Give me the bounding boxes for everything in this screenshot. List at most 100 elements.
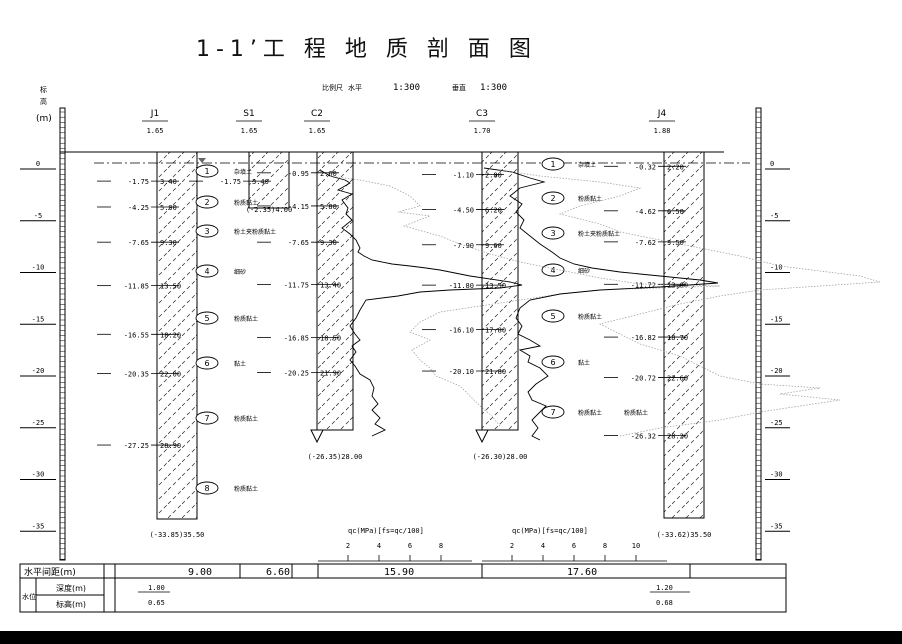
borehole-c2 [310, 151, 354, 444]
screen-bottom-bar [0, 631, 902, 644]
depth-value: 2.60 [320, 170, 337, 178]
scale-v-label: 垂直 [452, 83, 466, 92]
depth-elevation: -11.75 [284, 282, 309, 290]
layer-number: 4 [204, 267, 209, 276]
depth-elevation: -20.35 [124, 371, 149, 379]
borehole-elevation: 1.65 [147, 127, 164, 135]
cpt-scale-tick-label: 4 [377, 542, 381, 550]
cpt-scale-tick-label: 4 [541, 542, 545, 550]
depth-elevation: -1.75 [220, 178, 241, 186]
layer-name: 粉质黏土 [624, 409, 648, 417]
borehole-id: C3 [476, 109, 488, 119]
layer-number: 7 [204, 414, 209, 423]
layer-number-badge [195, 264, 219, 278]
water-depth-left: 1.00 [148, 584, 165, 592]
depth-value: 2.80 [485, 171, 502, 179]
elev-label: 标高(m) [56, 599, 86, 609]
distance-cell: 6.60 [266, 567, 290, 578]
layer-name: 粉质黏土 [234, 415, 258, 423]
distance-cell: 9.00 [188, 567, 212, 578]
layer-number-badge [195, 195, 219, 209]
water-level-icon [198, 158, 206, 163]
borehole-j1 [156, 151, 198, 520]
layer-name: 黏土 [234, 360, 246, 368]
depth-elevation: -11.85 [124, 283, 149, 291]
depth-value: 9.30 [160, 239, 177, 247]
depth-elevation: -20.10 [449, 368, 474, 376]
axis-tick-label: -35 [32, 522, 45, 530]
layer-number-badge [195, 224, 219, 238]
depth-elevation: -7.65 [128, 239, 149, 247]
borehole-id: S1 [243, 109, 254, 119]
depth-elevation: -16.85 [284, 334, 309, 342]
cpt-scale-label: qc(MPa)[fs=qc/100] [512, 527, 588, 535]
layer-number: 1 [204, 167, 209, 176]
axis-label-3: (m) [36, 114, 52, 124]
layer-name: 黏土 [578, 359, 590, 367]
layer-number-badge [541, 405, 565, 419]
depth-value: 13.50 [485, 282, 506, 290]
depth-value: 3.40 [160, 178, 177, 186]
borehole-bottom: (-33.85)35.50 [150, 531, 205, 539]
borehole-id: J1 [150, 109, 159, 119]
layer-name: 粉土夹粉质黏土 [234, 228, 276, 236]
depth-elevation: -0.32 [635, 163, 656, 171]
axis-tick-label: -30 [32, 471, 45, 479]
layer-number: 7 [550, 408, 555, 417]
borehole-c3 [475, 151, 519, 444]
depth-value: 2.20 [667, 163, 684, 171]
layer-number: 3 [204, 227, 209, 236]
depth-value: 13.40 [320, 282, 341, 290]
depth-elevation: -1.75 [128, 178, 149, 186]
depth-value: 21.80 [485, 368, 506, 376]
distance-table: 水平间距(m) 9.00 6.60 15.90 17.60 水位 深度(m) 标… [19, 563, 787, 613]
layer-name: 粉质黏土 [234, 315, 258, 323]
depth-value: 18.20 [160, 331, 181, 339]
distance-cell: 15.90 [384, 567, 414, 578]
layer-number: 8 [204, 484, 209, 493]
axis-tick-label: -10 [770, 264, 783, 272]
drawing-title: 1-1’工 程 地 质 剖 面 图 [196, 37, 537, 62]
layer-number: 2 [204, 198, 209, 207]
cpt-scale-label: qc(MPa)[fs=qc/100] [348, 527, 424, 535]
cpt-scale-tick-label: 8 [603, 542, 607, 550]
axis-tick-label: -30 [770, 471, 783, 479]
depth-value: 5.90 [160, 204, 177, 212]
layer-number: 5 [204, 314, 209, 323]
layer-number: 4 [550, 266, 555, 275]
depth-elevation: -26.32 [631, 432, 656, 440]
borehole-bottom: (-2.35)4.00 [246, 206, 292, 214]
cone-icon [310, 429, 324, 444]
axis-tick-label: -35 [770, 522, 783, 530]
cpt-trace-c3 [483, 167, 881, 441]
layer-number-badge [195, 481, 219, 495]
depth-elevation: -4.25 [128, 204, 149, 212]
cpt-scale-tick-label: 10 [632, 542, 640, 550]
layer-number-badge [541, 263, 565, 277]
depth-value: 9.50 [667, 239, 684, 247]
layer-number: 3 [550, 229, 555, 238]
depth-elevation: -4.50 [453, 207, 474, 215]
layer-number: 5 [550, 312, 555, 321]
layer-name: 细砂 [578, 267, 590, 275]
layer-name: 粉质黏土 [234, 199, 258, 207]
axis-tick-label: -20 [32, 367, 45, 375]
depth-elevation: -11.72 [631, 281, 656, 289]
axis-tick-label: -15 [770, 315, 783, 323]
water-label: 水位 [22, 592, 36, 601]
layer-name: 粉质黏土 [234, 485, 258, 493]
depth-elevation: -11.80 [449, 282, 474, 290]
axis-ticks-right: 0-5-10-15-20-25-30-35 [765, 160, 790, 532]
depth-elevation: -7.62 [635, 239, 656, 247]
axis-tick-label: 0 [36, 160, 40, 168]
water-depth-right: 1.20 [656, 584, 673, 592]
axis-tick-label: -5 [34, 212, 42, 220]
borehole-bottom: (-26.30)28.00 [473, 453, 528, 461]
borehole-id: C2 [311, 109, 323, 119]
depth-value: 28.90 [160, 442, 181, 450]
layer-name: 粉土夹粉质黏土 [578, 230, 620, 238]
depth-elevation: -7.90 [453, 242, 474, 250]
depth-value: 3.40 [252, 178, 269, 186]
layer-name: 杂填土 [578, 161, 596, 169]
